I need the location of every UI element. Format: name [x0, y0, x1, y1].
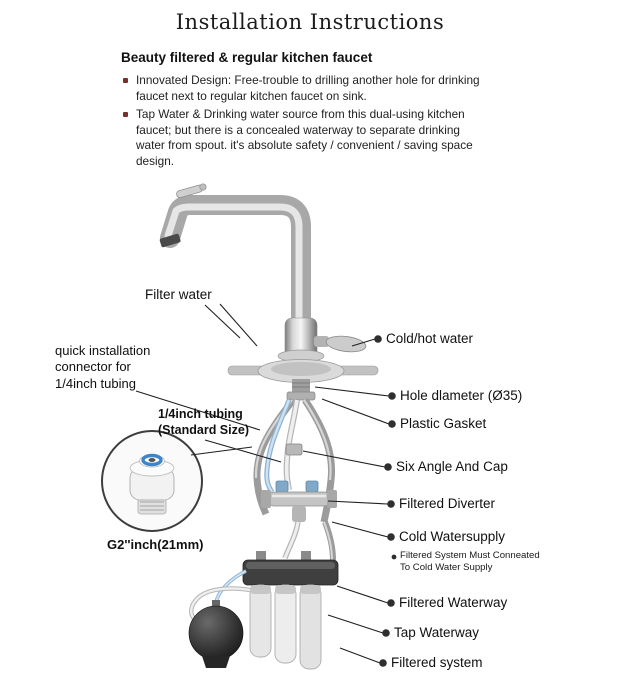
- feature-text: Tap Water & Drinking water source from t…: [136, 107, 473, 168]
- label-filtered-system: Filtered system: [391, 655, 483, 670]
- lower-tubing: [282, 520, 336, 561]
- label-six-angle-cap: Six Angle And Cap: [396, 459, 508, 474]
- section-heading: Beauty filtered & regular kitchen faucet: [121, 50, 373, 65]
- filter-system: [189, 551, 339, 670]
- label-plastic-gasket: Plastic Gasket: [400, 416, 487, 431]
- bullet-square-icon: [123, 78, 128, 83]
- callout-lines: [135, 303, 390, 664]
- label-hole-diameter: Hole dlameter (Ø35): [400, 388, 523, 403]
- feature-list: Innovated Design: Free-trouble to drilli…: [123, 73, 483, 172]
- inset-connector-detail: [101, 430, 203, 532]
- bullet-square-icon: [123, 112, 128, 118]
- label-cold-hot-water: Cold/hot water: [386, 331, 474, 346]
- label-filtered-waterway: Filtered Waterway: [399, 595, 508, 610]
- faucet-body: [159, 183, 379, 401]
- label-filter-water: Filter water: [145, 287, 212, 302]
- label-g2-inch: G2''inch(21mm): [107, 537, 204, 552]
- feature-item: Innovated Design: Free-trouble to drilli…: [123, 73, 483, 104]
- feature-text: Innovated Design: Free-trouble to drilli…: [136, 73, 480, 103]
- page-title: Installation Instructions: [175, 10, 445, 34]
- label-cold-watersupply: Cold Watersupply: [399, 529, 506, 544]
- label-quarter-tubing: 1/4inch tubing (Standard Size): [158, 407, 249, 437]
- label-tap-waterway: Tap Waterway: [394, 625, 480, 640]
- label-cold-supply-note: Filtered System Must Conneated To Cold W…: [400, 550, 540, 574]
- callout-dots: [374, 335, 397, 667]
- filtered-diverter-part: [261, 480, 337, 522]
- pressure-tank: [188, 600, 244, 668]
- label-filtered-diverter: Filtered Diverter: [399, 496, 496, 511]
- feature-item: Tap Water & Drinking water source from t…: [123, 107, 483, 169]
- label-quick-connector: quick installation connector for 1/4inch…: [55, 343, 151, 391]
